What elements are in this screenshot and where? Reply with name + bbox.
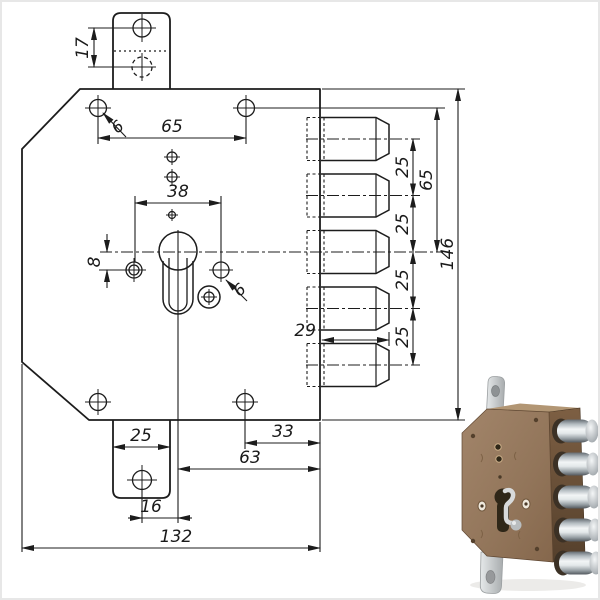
screw-marks (164, 149, 180, 221)
lock-body-outline (21, 88, 321, 421)
dim-label-pin-pitch-1: 25 (393, 156, 413, 178)
dim-label-side-hole-offset: 8 (85, 256, 105, 267)
deadbolt-pin-5 (306, 342, 420, 388)
dim-label-tab-width: 25 (130, 426, 152, 446)
photo-bolts (552, 418, 600, 576)
cylinder-cutout (158, 231, 221, 315)
dim-label-top-hole-spacing: 65 (161, 117, 183, 137)
deadbolt-pins (306, 116, 420, 388)
dim-label-top-to-center-pin: 65 (417, 169, 437, 191)
dimension-labels: 17 65 6 38 8 6 25 25 25 25 65 146 29 25 … (73, 37, 458, 547)
mounting-tab-top (112, 12, 171, 89)
dim-label-cylinder-hole-spacing: 38 (167, 182, 189, 202)
centerlines (100, 230, 443, 523)
photo-bolt-4 (554, 517, 600, 543)
photo-bolt-5 (554, 550, 600, 576)
photo-bolt-2 (553, 451, 600, 477)
photo-front-details (470, 417, 540, 552)
deadbolt-pin-2 (306, 173, 420, 218)
photo-body-front (461, 408, 554, 563)
dim-label-top-hole-dia: 6 (107, 116, 127, 137)
dim-label-side-hole-dia: 6 (229, 279, 249, 300)
dimension-lines (21, 27, 461, 551)
drawing-root: 17 65 6 38 8 6 25 25 25 25 65 146 29 25 … (21, 12, 465, 552)
dim-label-pin-pitch-2: 25 (393, 213, 413, 235)
photo-mounting-strip-top (486, 376, 506, 414)
dim-label-hole-to-edge: 33 (272, 422, 294, 442)
product-photo (461, 376, 600, 594)
dim-label-bolt-throw: 29 (294, 321, 316, 341)
deadbolt-pin-3 (306, 229, 390, 275)
dim-label-pin-pitch-3: 25 (393, 269, 413, 291)
dim-label-tab-hole-spacing: 17 (73, 37, 93, 59)
fixing-holes (85, 95, 259, 415)
dim-label-body-width: 132 (160, 527, 192, 547)
dim-label-center-to-edge: 63 (239, 448, 261, 468)
leader-side-hole-dia (225, 279, 248, 302)
photo-keyhole (494, 487, 522, 532)
dim-label-pin-pitch-4: 25 (393, 326, 413, 348)
dim-label-body-height: 146 (438, 238, 458, 271)
photo-bolt-1 (552, 418, 599, 444)
deadbolt-pin-1 (306, 116, 420, 162)
dim-label-tab-hole-to-center: 16 (140, 497, 162, 517)
photo-bolt-3 (553, 484, 600, 510)
photo-mounting-strip-bottom (479, 551, 504, 594)
leader-top-hole-dia (102, 112, 127, 138)
deadbolt-pin-4 (306, 286, 420, 331)
